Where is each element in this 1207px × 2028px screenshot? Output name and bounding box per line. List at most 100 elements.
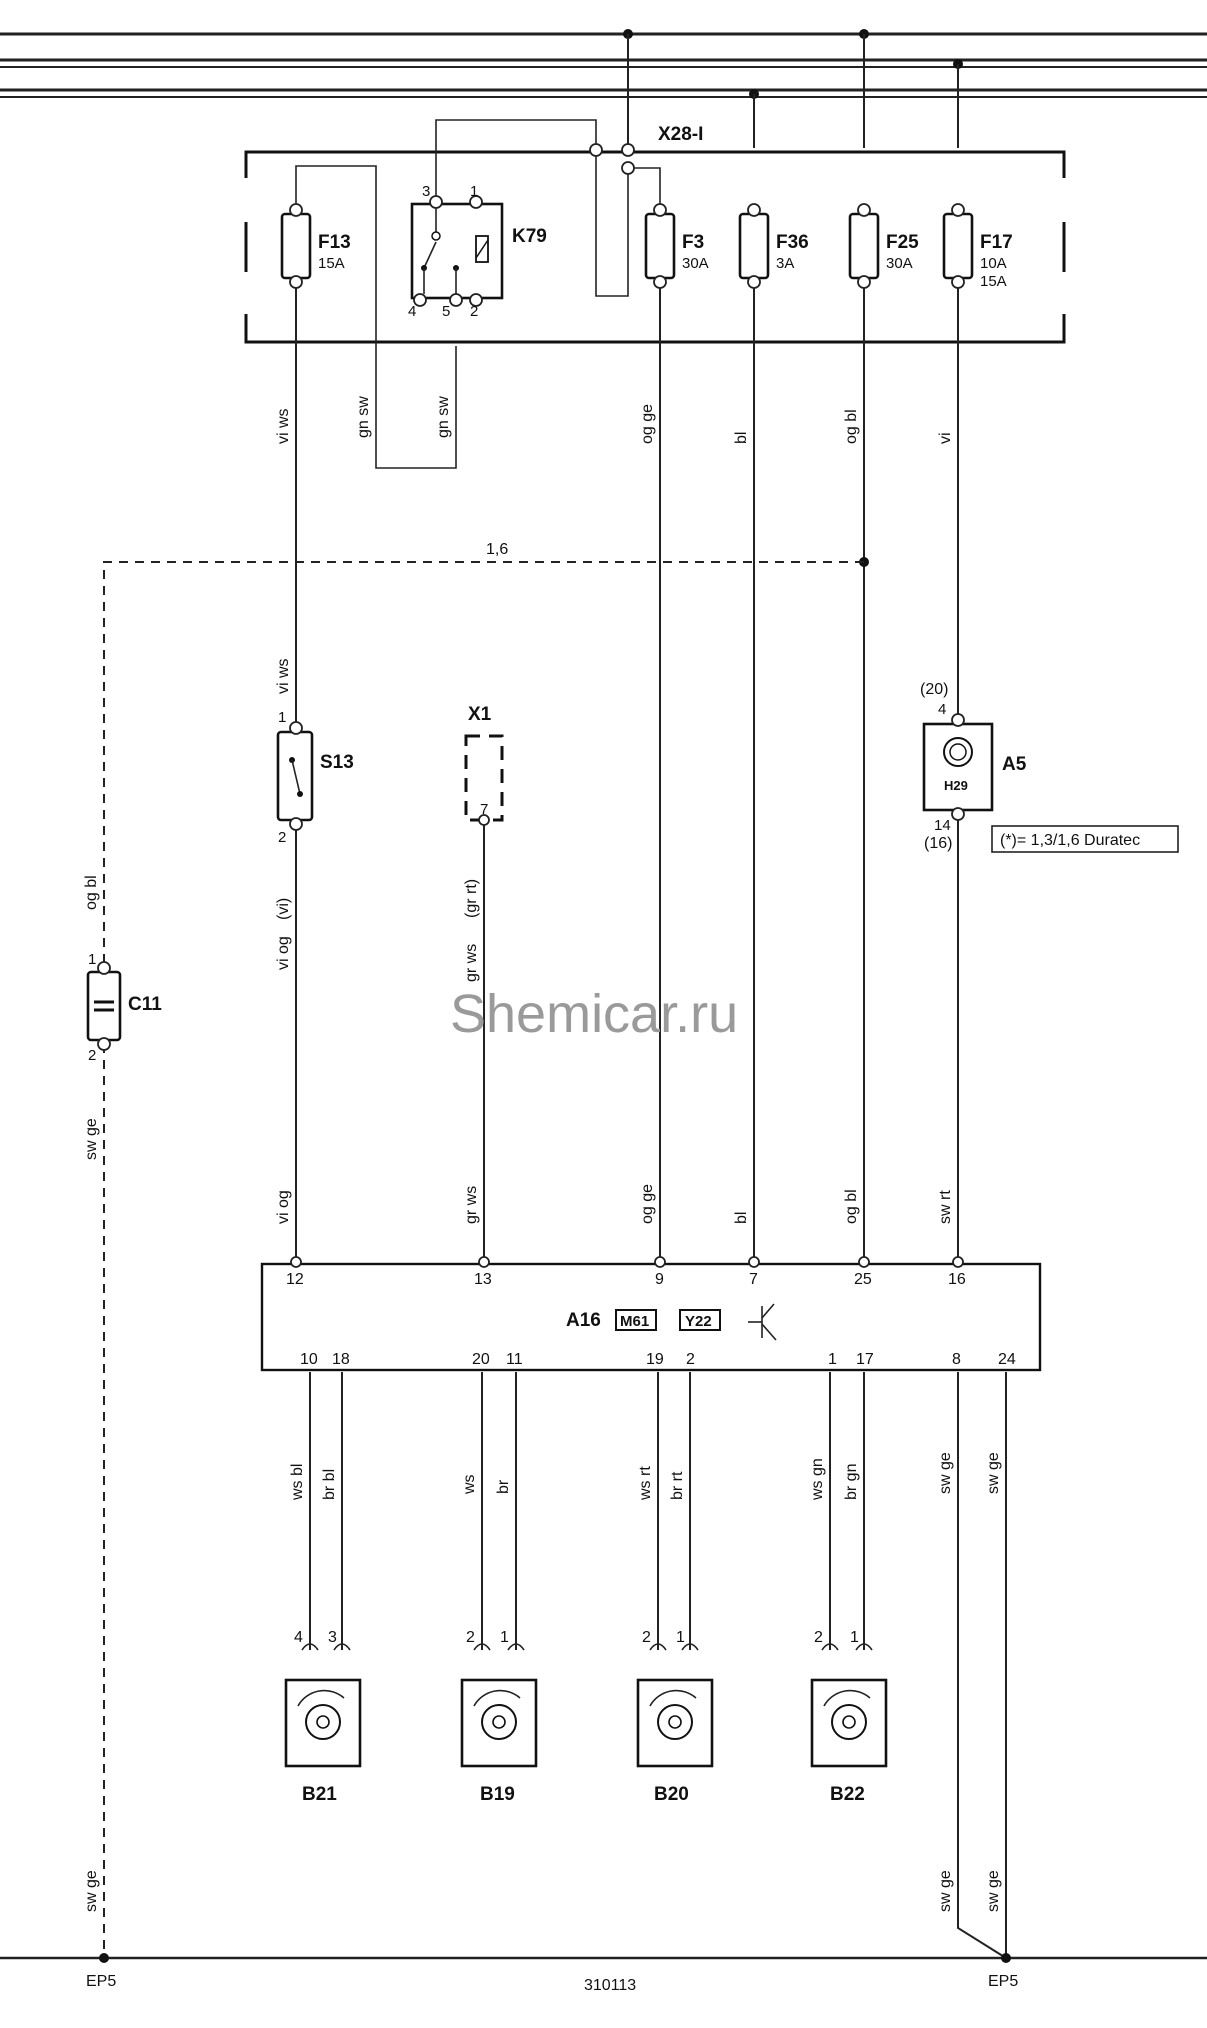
sensor-label: B19	[480, 1784, 515, 1805]
svg-text:2: 2	[814, 1629, 823, 1646]
svg-text:10: 10	[300, 1351, 318, 1368]
fuse-f17: F17 10A 15A	[942, 203, 1013, 290]
svg-text:2: 2	[642, 1629, 651, 1646]
svg-text:7: 7	[749, 1271, 758, 1288]
switch-label: S13	[320, 752, 354, 773]
watermark: Shemicar.ru	[450, 984, 738, 1044]
diagram-number: 310113	[584, 1977, 636, 1994]
svg-text:4: 4	[408, 303, 416, 320]
vertical-wires	[295, 288, 959, 1260]
svg-text:ws gn: ws gn	[809, 1458, 826, 1501]
fuse-f25: F25 30A	[848, 203, 919, 289]
relay-k79: K79 3 1 4 5 2	[408, 183, 547, 320]
svg-text:gr ws: gr ws	[463, 944, 480, 982]
bus-drops	[627, 34, 959, 148]
svg-text:1: 1	[88, 951, 96, 968]
svg-text:18: 18	[332, 1351, 350, 1368]
svg-text:7: 7	[480, 801, 488, 818]
svg-text:og bl: og bl	[843, 409, 860, 444]
svg-text:vi og: vi og	[275, 936, 292, 970]
relay-label: K79	[512, 226, 547, 247]
sensor-b20: 2 1 B20	[636, 1629, 714, 1805]
connector-block-title: X28-I	[658, 124, 703, 145]
dashed-branch: 1,6	[103, 541, 864, 1958]
svg-text:17: 17	[856, 1351, 874, 1368]
svg-text:2: 2	[686, 1351, 695, 1368]
svg-text:br: br	[495, 1479, 512, 1494]
transistor-icon	[748, 1303, 777, 1341]
svg-text:gn sw: gn sw	[355, 396, 372, 438]
capacitor-c11: C11 1 2 og bl sw ge	[83, 875, 162, 1160]
fuse-label: F13	[318, 232, 351, 253]
sensor-b19: 2 1 B19	[460, 1629, 538, 1805]
fuse-f13: F13 15A	[280, 203, 351, 289]
svg-text:bl: bl	[733, 1212, 750, 1224]
fuse-label: F3	[682, 232, 704, 253]
fuse-rating-alt: 15A	[980, 273, 1007, 290]
fuse-label: F25	[886, 232, 919, 253]
svg-text:vi: vi	[937, 432, 954, 444]
connector-x1: X1 7 gr ws (gr rt)	[463, 704, 504, 982]
capacitor-label: C11	[128, 994, 162, 1015]
svg-text:5: 5	[442, 303, 450, 320]
fuse-label: F36	[776, 232, 809, 253]
svg-text:1: 1	[470, 183, 478, 200]
svg-text:sw ge: sw ge	[83, 1870, 100, 1912]
fuse-label: F17	[980, 232, 1013, 253]
svg-text:sw ge: sw ge	[937, 1870, 954, 1912]
svg-text:2: 2	[470, 303, 478, 320]
svg-text:(vi): (vi)	[275, 898, 292, 920]
svg-text:19: 19	[646, 1351, 664, 1368]
variant-note: (*)= 1,3/1,6 Duratec	[1000, 832, 1140, 849]
module-label: A16	[566, 1310, 601, 1331]
fuse-box-internal	[295, 119, 661, 469]
ground-point-left: EP5	[86, 1973, 116, 1990]
svg-text:14: 14	[934, 817, 951, 834]
sensor-b21: 4 3 B21	[284, 1629, 362, 1805]
svg-text:ws: ws	[461, 1474, 478, 1495]
svg-text:2: 2	[88, 1047, 96, 1064]
svg-text:13: 13	[474, 1271, 492, 1288]
svg-text:og ge: og ge	[639, 1184, 656, 1224]
module-tag: Y22	[685, 1313, 712, 1330]
module-label: A5	[1002, 754, 1027, 775]
svg-text:1: 1	[850, 1629, 859, 1646]
svg-text:1: 1	[676, 1629, 685, 1646]
svg-text:4: 4	[294, 1629, 303, 1646]
svg-text:ws rt: ws rt	[637, 1466, 654, 1501]
svg-text:2: 2	[466, 1629, 475, 1646]
svg-text:og bl: og bl	[843, 1189, 860, 1224]
fuse-rating: 10A	[980, 255, 1007, 272]
svg-text:vi og: vi og	[275, 1190, 292, 1224]
svg-text:1: 1	[500, 1629, 509, 1646]
fuse-rating: 15A	[318, 255, 345, 272]
power-bus	[0, 29, 1207, 99]
svg-text:bl: bl	[733, 432, 750, 444]
indicator-label: H29	[944, 778, 968, 793]
svg-text:8: 8	[952, 1351, 961, 1368]
splice-label: 1,6	[486, 541, 508, 558]
ground: sw ge sw ge sw ge EP5 EP5 310113	[0, 1870, 1207, 1994]
upper-wire-labels: vi ws gn sw gn sw og ge bl og bl vi	[275, 396, 954, 444]
svg-text:16: 16	[948, 1271, 966, 1288]
sensor-b22: 2 1 B22	[810, 1629, 888, 1805]
ground-point-right: EP5	[988, 1973, 1018, 1990]
fuse-rating: 30A	[682, 255, 709, 272]
svg-text:25: 25	[854, 1271, 872, 1288]
lower-wire-labels: vi og gr ws og ge bl og bl sw rt	[275, 1184, 954, 1224]
svg-text:12: 12	[286, 1271, 304, 1288]
svg-text:2: 2	[278, 829, 286, 846]
fuse-f36: F36 3A	[738, 203, 809, 289]
svg-text:sw ge: sw ge	[83, 1118, 100, 1160]
svg-text:(20): (20)	[920, 681, 948, 698]
svg-text:4: 4	[938, 701, 946, 718]
svg-text:(16): (16)	[924, 835, 952, 852]
svg-text:24: 24	[998, 1351, 1016, 1368]
svg-text:og bl: og bl	[83, 875, 100, 910]
svg-text:gr ws: gr ws	[463, 1186, 480, 1224]
svg-text:3: 3	[328, 1629, 337, 1646]
svg-text:sw ge: sw ge	[985, 1452, 1002, 1494]
fuse-f3: F3 30A	[644, 203, 709, 289]
fuse-rating: 3A	[776, 255, 794, 272]
sensor-label: B21	[302, 1784, 337, 1805]
